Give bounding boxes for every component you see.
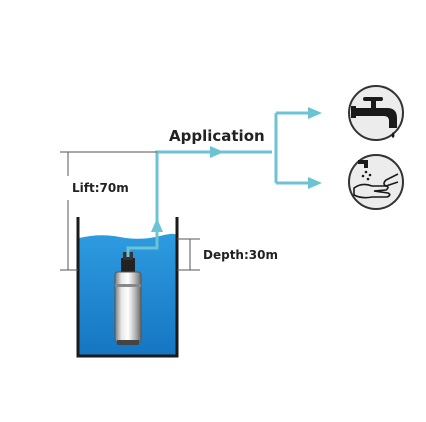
depth-label: Depth:30m	[203, 248, 278, 262]
lift-label: Lift:70m	[72, 181, 129, 195]
bottom-arrow	[308, 177, 322, 189]
depth-dimension	[177, 238, 200, 271]
tank-outline	[76, 217, 179, 358]
top-arrow	[308, 107, 322, 119]
application-label: Application	[169, 127, 265, 145]
faucet-icon	[348, 85, 404, 141]
application-arrow	[210, 146, 224, 158]
lift-dimension	[60, 151, 157, 271]
hand-washing-icon	[348, 154, 404, 210]
pump-outlet-pipe	[126, 150, 272, 257]
up-arrow	[151, 218, 163, 232]
